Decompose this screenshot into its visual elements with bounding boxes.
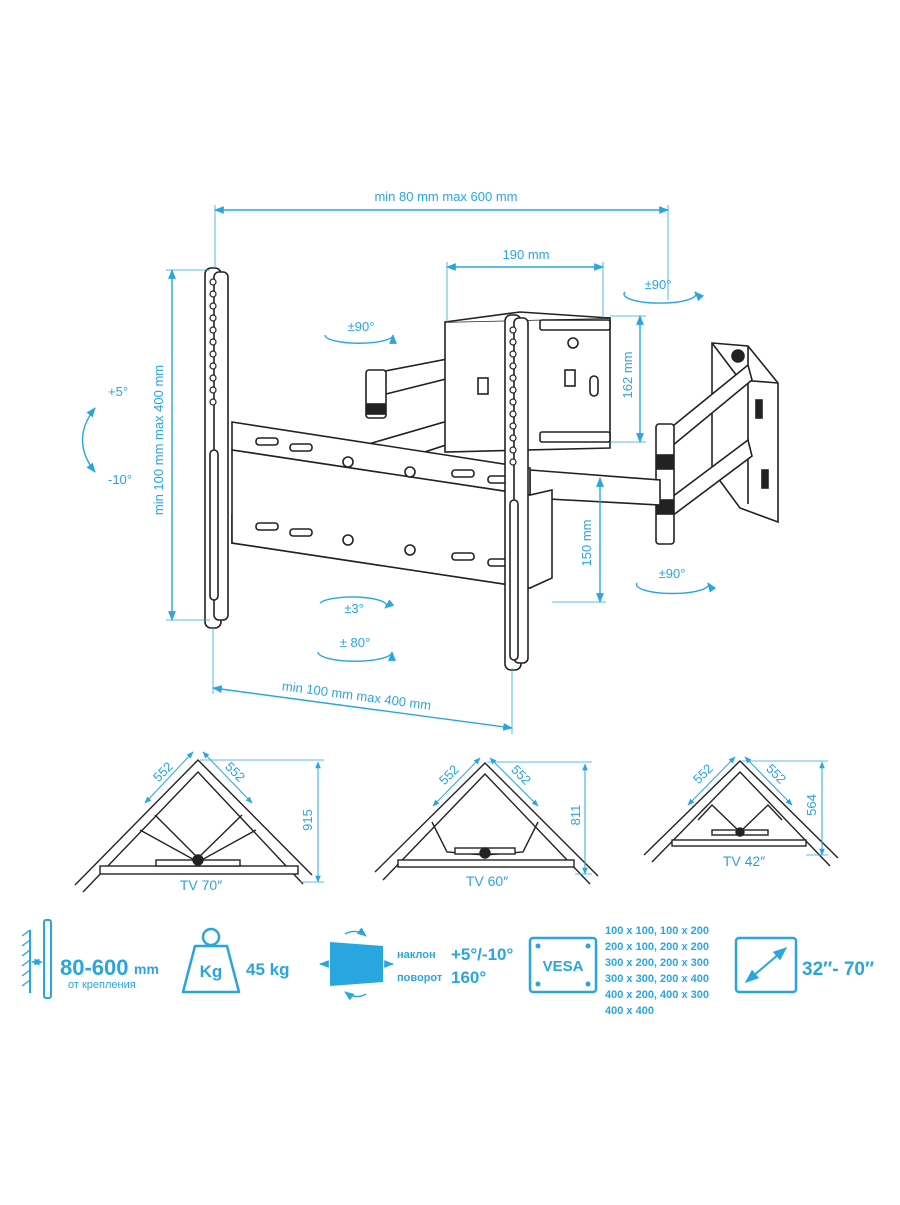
vesa-item: 200 x 100, 200 x 200 <box>605 941 709 953</box>
dimension-lines <box>81 205 669 734</box>
mount-drawing <box>204 267 779 671</box>
rotate-arrow-icon <box>317 291 717 662</box>
tilt-value: +5°/-10° <box>451 945 513 964</box>
tv42-label: TV 42″ <box>723 853 765 869</box>
rotate-top-right-label: ±90° <box>645 277 672 292</box>
width-range-label: min 80 mm max 600 mm <box>374 189 517 204</box>
vesa-corner-dots <box>535 943 591 987</box>
tv70-side-a: 552 <box>150 759 176 785</box>
rotate-value: 160° <box>451 968 486 987</box>
tv60-side-a: 552 <box>436 762 462 788</box>
distance-value: 80-600 <box>60 955 129 980</box>
corner-diagram-tv70: 552 552 915 TV 70″ <box>74 751 324 893</box>
vesa-list: 100 x 100, 100 x 200 200 x 100, 200 x 20… <box>605 925 709 1017</box>
height-150-label: 150 mm <box>579 520 594 567</box>
tv42-side-b: 552 <box>763 761 789 787</box>
screen-range: 32″- 70″ <box>802 959 874 980</box>
distance-caption: от крепления <box>68 979 136 991</box>
tilt-label: наклон <box>397 949 436 961</box>
rotate-bottom-right-label: ±90° <box>659 566 686 581</box>
level-adjust-label: ±3° <box>344 601 364 616</box>
rotate-top-mid-label: ±90° <box>348 319 375 334</box>
tilt-up-label: +5° <box>108 384 128 399</box>
tv42-side-a: 552 <box>690 761 716 787</box>
offset-190-label: 190 mm <box>503 247 550 262</box>
tv60-side-b: 552 <box>508 762 534 788</box>
weight-icon-text: Kg <box>200 962 223 981</box>
diagonal-icon <box>734 936 798 994</box>
vesa-item: 100 x 100, 100 x 200 <box>605 925 709 937</box>
tv70-label: TV 70″ <box>180 877 222 893</box>
height-162-label: 162 mm <box>620 352 635 399</box>
tv42-depth: 564 <box>804 794 819 816</box>
wall-distance-icon <box>21 919 52 999</box>
weight-icon <box>181 927 241 994</box>
vesa-item: 300 x 200, 200 x 300 <box>605 957 709 969</box>
corner-diagram-tv60: 552 552 811 TV 60″ <box>374 757 599 889</box>
vesa-item: 400 x 400 <box>605 1005 654 1017</box>
distance-unit: mm <box>134 961 159 977</box>
swivel-label: ± 80° <box>340 635 370 650</box>
vesa-icon-text: VESA <box>543 958 584 975</box>
vesa-item: 400 x 200, 400 x 300 <box>605 989 709 1001</box>
tilt-down-label: -10° <box>108 472 132 487</box>
weight-value: 45 kg <box>246 960 289 979</box>
corner-diagram-tv42: 552 552 564 TV 42″ <box>643 756 839 869</box>
rotate-label: поворот <box>397 972 443 984</box>
vesa-icon <box>528 936 598 994</box>
tilt-rotate-icon <box>319 927 394 1001</box>
tv60-label: TV 60″ <box>466 873 508 889</box>
tv70-side-b: 552 <box>222 759 248 785</box>
vertical-range-label: min 100 mm max 400 mm <box>151 365 166 515</box>
vesa-item: 300 x 300, 200 x 400 <box>605 973 709 985</box>
tv60-depth: 811 <box>568 805 583 826</box>
tv70-depth: 915 <box>300 809 315 831</box>
